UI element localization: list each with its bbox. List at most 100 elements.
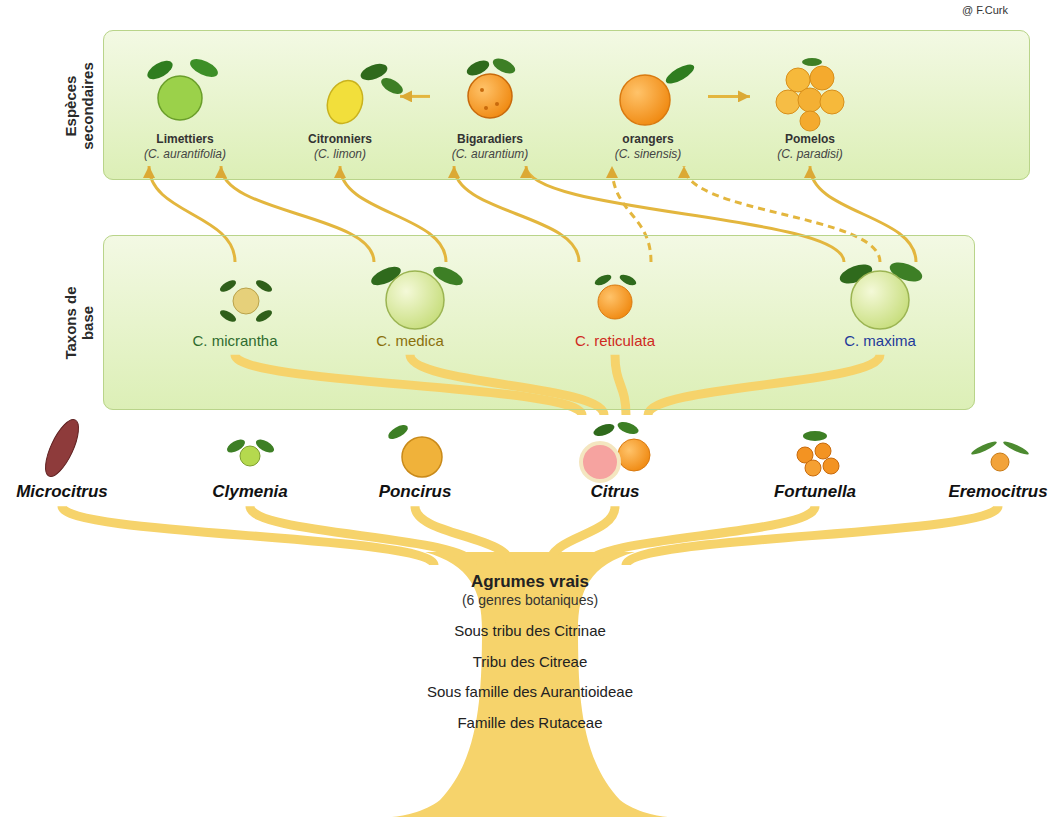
base-taxon: C. micrantha [175,262,295,355]
species-name: Limettiers [131,132,239,147]
leaf [386,422,410,442]
band-heading: Taxons de base [59,273,99,373]
species-name: Bigaradiers [436,132,544,147]
fruit-dot [480,88,484,92]
hybrid-arrow [526,166,844,262]
rank-label: Tribu des Citreae [376,653,684,672]
watermark: @ F.Curk [962,4,1008,16]
lemon-fruit [322,76,369,129]
leaf [218,278,238,294]
hybrid-arrow [149,166,235,262]
species-name: Pomelos [756,132,864,147]
hybrid-arrow [454,166,579,262]
group-heading: Agrumes vrais [376,571,684,592]
grapefruit-half [581,443,619,481]
genus-name: Citrus [566,481,664,502]
leaf [616,420,640,437]
hybrid-arrow [340,166,446,262]
latin-name: (C. sinensis) [594,147,702,162]
tree-branch [615,355,626,415]
genus-name: Poncirus [366,481,464,502]
leaf [218,308,238,324]
grapefruit [800,111,820,131]
leaf [593,273,613,288]
genus: Poncirus [360,415,470,506]
leaf [1002,439,1030,456]
hybrid-species: Bigaradiers(C. aurantium) [430,50,550,166]
leaf [187,55,220,80]
kumquat [815,443,831,459]
leaf [970,439,998,456]
leaf [802,58,822,66]
grapefruit [798,88,822,112]
genus-name: Fortunella [766,481,864,502]
poncirus-fruit [402,437,442,477]
leaf [254,278,274,294]
latin-name: (C. paradisi) [756,147,864,162]
base-taxon: C. reticulata [555,262,675,355]
species-name: Citronniers [286,132,394,147]
hybrid-arrow [810,166,916,262]
taxon-name: C. medica [356,332,464,351]
kumquat [805,460,821,476]
tree-branch [648,355,880,415]
genus-name: Clymenia [201,481,299,502]
genus: Citrus [560,415,670,506]
species-name: orangers [594,132,702,147]
rank-label: Sous tribu des Citrinae [376,622,684,641]
tree-branch [626,506,998,565]
rank-label: Famille des Rutaceae [376,714,684,733]
kumquat [823,458,839,474]
grapefruit [810,66,834,90]
genus: Eremocitrus [941,415,1055,506]
taxon-name: C. maxima [826,332,934,351]
rank-label: Sous famille des Aurantioideae [376,683,684,702]
genus-name: Microcitrus [13,481,111,502]
latin-name: (C. limon) [286,147,394,162]
genus-name: Eremocitrus [947,481,1049,502]
genus: Fortunella [760,415,870,506]
hybrid-arrow [400,95,430,98]
group-note: (6 genres botaniques) [376,592,684,610]
finger-lime [39,415,85,480]
base-taxon: C. medica [350,262,470,355]
band-heading: Espèces secondaires [59,41,99,171]
tree-branch [415,506,511,565]
fruit-dot [495,102,499,106]
tree-branch [250,506,472,565]
mandarin-fruit [598,285,632,319]
hybrid-arrow [708,95,750,98]
base-taxon: C. maxima [820,262,940,355]
pummelo-fruit [851,271,909,329]
latin-name: (C. aurantifolia) [131,147,239,162]
desert-lime [991,453,1009,471]
genus: Microcitrus [7,415,117,506]
genus: Clymenia [195,415,305,506]
leaf [663,61,697,87]
hybrid-species: Limettiers(C. aurantifolia) [125,50,245,166]
hybrid-arrow [684,166,880,262]
leaf [618,273,638,288]
taxon-name: C. reticulata [561,332,669,351]
orange-fruit [620,75,670,125]
hybrid-species: Pomelos(C. paradisi) [750,50,870,166]
bitter-orange-fruit [468,74,512,118]
leaf [379,75,406,97]
fruit-dot [484,106,488,110]
hybrid-species: orangers(C. sinensis) [588,50,708,166]
grapefruit [776,90,800,114]
leaf [254,308,274,324]
clymenia-fruit [240,446,260,466]
orange-fruit [618,439,650,471]
citron-fruit [386,271,444,329]
hybrid-arrow [221,166,374,262]
band-ground [103,30,1030,180]
tree-trunk: Agrumes vrais(6 genres botaniques) Sous t… [370,565,690,737]
grapefruit [820,90,844,114]
micrantha-fruit [233,288,259,314]
hybrid-arrow [612,166,651,262]
lime-fruit [158,76,202,120]
taxon-name: C. micrantha [181,332,289,351]
species-band: Espèces secondairesLimettiers(C. auranti… [103,30,1030,180]
leaf [491,55,518,76]
